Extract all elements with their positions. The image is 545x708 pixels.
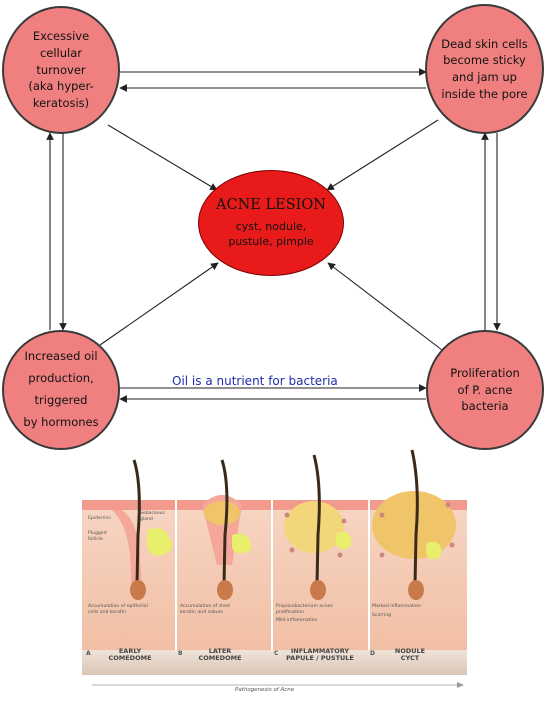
- node-bacteria-line: bacteria: [461, 399, 509, 414]
- panel-a-letter: A: [86, 650, 91, 657]
- node-deadskin-line: inside the pore: [441, 86, 528, 101]
- panel-a-title-line: COMEDOME: [108, 654, 152, 663]
- panel-d-title-line: CYCT: [400, 654, 420, 663]
- acne-pathogenesis-illustration: [82, 449, 467, 688]
- panel-c-desc-line: Mild inflammation: [276, 618, 318, 624]
- node-turnover-line: (aka hyper-: [28, 79, 94, 94]
- label-sebaceous-gland: Sebaceous gland: [140, 511, 165, 522]
- node-turnover-line: Excessive: [32, 29, 90, 44]
- panel-d-title: NODULE CYCT: [386, 647, 434, 663]
- acne-lesion-node: ACNE LESION cyst, nodule, pustule, pimpl…: [198, 170, 344, 276]
- panel-c-desc-line: proliferation: [276, 609, 305, 615]
- panel-c-title-line: PAPULE / PUSTULE: [286, 654, 354, 663]
- lesion-subtitle: cyst, nodule, pustule, pimple: [228, 219, 314, 248]
- node-deadskin-line: become sticky: [443, 53, 526, 68]
- panel-c-art: [284, 454, 352, 600]
- panel-a-description: Accumulation of epithelial cells and ker…: [88, 604, 148, 615]
- arrow-oil-to-lesion: [99, 262, 219, 346]
- lesion-title: ACNE LESION: [216, 196, 326, 213]
- node-oil-line: production, triggered: [28, 371, 94, 407]
- arrow-bacteria-to-lesion: [327, 262, 443, 351]
- panel-c-letter: C: [274, 650, 279, 657]
- node-oil-line: Increased oil: [24, 349, 98, 364]
- panel-b-desc-line: keratin and sebum: [180, 609, 224, 615]
- node-turnover-line: cellular: [39, 45, 83, 60]
- node-bacteria-proliferation: Proliferation of P. acne bacteria: [426, 330, 544, 450]
- node-deadskin-line: and jam up: [452, 70, 517, 84]
- node-cellular-turnover: Excessive cellular turnover (aka hyper- …: [2, 6, 120, 134]
- panel-d-desc-line: Marked inflammation: [372, 604, 421, 609]
- node-dead-skin-cells: Dead skin cells become sticky and jam up…: [425, 4, 544, 134]
- panel-b-title: LATER COMEDOME: [190, 647, 250, 663]
- panel-b-title-line: COMEDOME: [198, 654, 242, 663]
- arrow-turnover-to-lesion: [107, 124, 218, 191]
- panel-c-title: INFLAMMATORY PAPULE / PUSTULE: [282, 647, 358, 663]
- arrow-deadskin-to-lesion: [326, 119, 439, 191]
- panel-a-title-line: EARLY: [118, 647, 142, 655]
- node-deadskin-line: Dead skin cells: [441, 36, 528, 51]
- panel-b-description: Accumulation of shed keratin and sebum: [180, 604, 230, 615]
- panel-a-art: [112, 459, 173, 600]
- node-oil-line: by hormones: [23, 414, 99, 429]
- node-turnover-line: keratosis): [32, 96, 90, 110]
- panel-a-title: EARLY COMEDOME: [100, 647, 160, 663]
- panel-a-desc-line: cells and keratin: [88, 609, 126, 615]
- panel-b-art: [202, 459, 252, 600]
- panel-b-letter: B: [178, 650, 183, 657]
- label-epidermis: Epidermis: [88, 516, 111, 521]
- panel-b-title-line: LATER: [208, 647, 232, 655]
- panel-c-description: Propionibacterium acnes proliferation Mi…: [276, 604, 333, 624]
- panel-b-desc-line: Accumulation of shed: [180, 604, 230, 609]
- illustration-caption: Pathogenesis of Acne: [235, 687, 295, 693]
- oil-bacteria-edge-label: Oil is a nutrient for bacteria: [172, 374, 338, 388]
- node-bacteria-line: Proliferation: [450, 365, 520, 380]
- label-plugged-follicle: Plugged follicle: [88, 531, 107, 542]
- node-increased-oil: Increased oil production, triggered by h…: [2, 330, 120, 450]
- node-turnover-line: turnover: [36, 62, 86, 77]
- panel-c-title-line: INFLAMMATORY: [290, 647, 350, 655]
- panel-c-desc-line: Propionibacterium acnes: [276, 604, 333, 609]
- panel-d-art: [372, 449, 456, 600]
- panel-d-desc-line: Scarring: [372, 612, 392, 618]
- node-bacteria-line: of P. acne: [457, 382, 513, 397]
- panel-d-description: Marked inflammation Scarring: [372, 604, 421, 618]
- panel-d-letter: D: [370, 650, 375, 657]
- panel-d-title-line: NODULE: [394, 647, 426, 655]
- panel-a-desc-line: Accumulation of epithelial: [88, 604, 148, 609]
